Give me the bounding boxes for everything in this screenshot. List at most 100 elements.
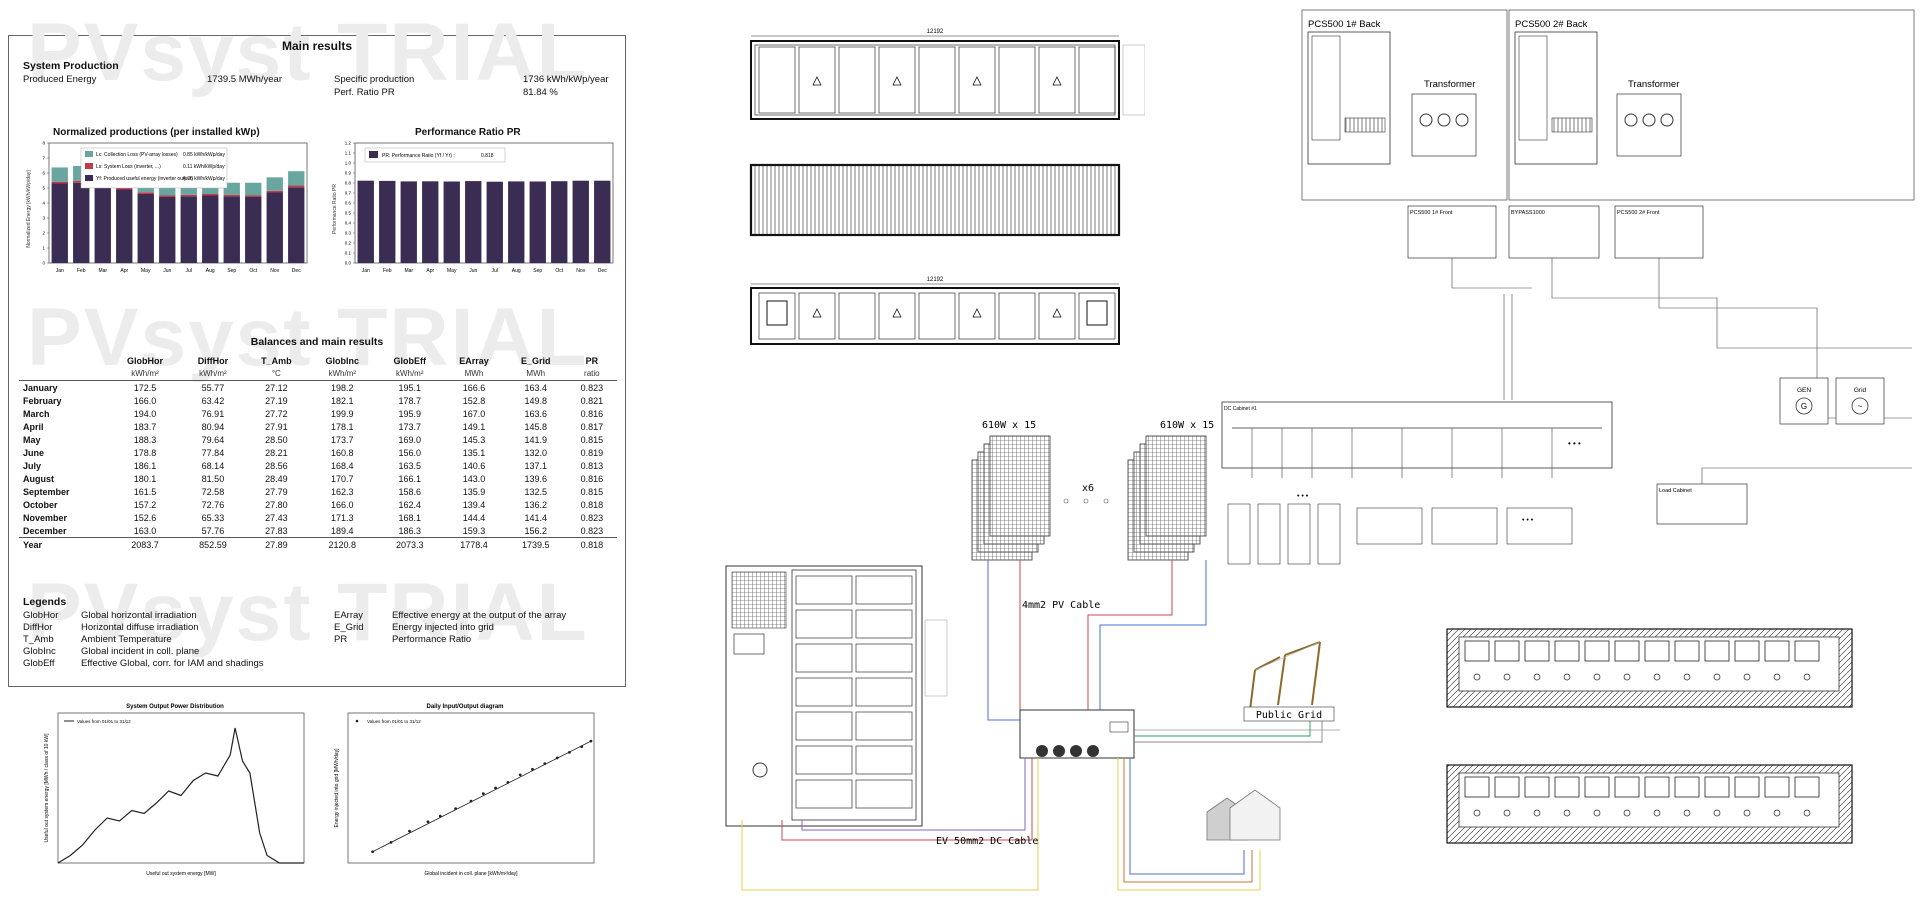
power-distribution-chart: System Output Power Distribution Values …: [44, 704, 305, 877]
ac-source-icon: [1851, 397, 1869, 415]
pcs2-front-label: PCS500 2# Front: [1617, 210, 1660, 216]
io-x-label: Global incident in coll. plane [kWh/m²/d…: [424, 871, 518, 877]
container-elevation-doors: [750, 40, 1145, 120]
container-panel: [1078, 292, 1116, 340]
pv-cable-blue-left: [987, 560, 1020, 721]
value-cell: 27.91: [265, 421, 288, 432]
value-cell: 167.0: [462, 408, 486, 419]
value-cell: 157.2: [133, 499, 157, 510]
year-value-cell: 1778.4: [443, 537, 505, 551]
dist-legend: Values from 01/01 to 31/12: [77, 719, 131, 724]
month-cell: November: [23, 512, 68, 523]
value-cell: 161.5: [133, 486, 157, 497]
value-cell: 63.42: [201, 395, 225, 406]
value-cell: 0.818: [580, 499, 604, 510]
value-cell: 194.0: [133, 408, 157, 419]
bar-lc: [266, 177, 283, 191]
plan-equipment: [1614, 640, 1640, 662]
battery-module: [855, 609, 913, 639]
report-title: Main results: [281, 39, 353, 53]
month-cell: June: [23, 447, 45, 458]
value-cell: 160.8: [330, 447, 354, 458]
plan-equipment: [1734, 640, 1760, 662]
bar-yf: [288, 187, 305, 263]
plan-equipment: [1764, 640, 1790, 662]
bar-ls: [223, 194, 240, 197]
legend-ls-label: Ls: System Loss (inverter, ...): [96, 164, 161, 170]
plan-fitting: [1503, 809, 1511, 817]
legend-key: PR: [334, 634, 348, 645]
window-icon: [766, 300, 788, 326]
column-unit: kWh/m²: [376, 367, 444, 381]
pr-legend-label: PR: Performance Ratio (Yf / Yr) :: [382, 153, 455, 159]
plan-equipment: [1794, 776, 1820, 798]
container-panel: [798, 292, 836, 340]
value-cell: 178.8: [133, 447, 157, 458]
value-cell: 57.76: [201, 525, 225, 536]
container-panel: [958, 292, 996, 340]
value-cell: 72.76: [201, 499, 225, 510]
battery-module: [855, 677, 913, 707]
battery-rack: [1257, 503, 1281, 565]
bar-ls: [137, 192, 154, 194]
y-tick-label: 1.1: [345, 151, 352, 156]
battery-module: [855, 575, 913, 605]
value-cell: 163.6: [524, 408, 548, 419]
value-cell: 139.4: [462, 499, 486, 510]
container-door-panel: [758, 46, 796, 114]
pcs2-back-label: PCS500 2# Back: [1515, 19, 1588, 30]
value-cell: 72.58: [201, 486, 225, 497]
plan-fitting: [1743, 673, 1751, 681]
legend-key: E_Grid: [334, 622, 364, 633]
io-points: [371, 739, 593, 854]
legend-key: DiffHor: [23, 622, 53, 633]
dc-cable-yellow: [741, 758, 1039, 891]
value-cell: 145.3: [462, 434, 486, 445]
y-tick-label: 4: [42, 201, 45, 206]
value-cell: 28.49: [265, 473, 288, 484]
watermark-bottom: PVsyst TRIAL: [27, 567, 589, 658]
bar-yf: [159, 197, 176, 263]
x-tick-label: Jul: [492, 268, 498, 274]
month-cell: February: [23, 395, 62, 406]
year-value-cell: 1739.5: [504, 537, 567, 551]
month-cell: August: [23, 473, 54, 484]
value-cell: 198.2: [330, 382, 354, 393]
system-wiring-diagram: 610W x 15 610W x 15 x6 4mm2 PV Cable: [725, 420, 1340, 891]
value-cell: 156.2: [524, 525, 548, 536]
value-cell: 79.64: [201, 434, 225, 445]
column-unit: MWh: [443, 367, 505, 381]
container-panel: [918, 292, 956, 340]
value-cell: 188.3: [133, 434, 157, 445]
x-tick-label: Aug: [206, 268, 215, 274]
column-header: T_Amb: [261, 355, 292, 366]
value-cell: 163.5: [398, 460, 421, 471]
plan-equipment: [1584, 640, 1610, 662]
warning-triangle-icon: [892, 308, 902, 318]
bar-yf: [137, 194, 154, 263]
houses-load: [1206, 789, 1281, 841]
balances-title: Balances and main results: [250, 336, 384, 348]
bar-ls: [245, 195, 262, 197]
bar-yf: [73, 182, 90, 263]
dc-cable-purple: [801, 758, 1026, 831]
value-cell: 27.83: [265, 525, 288, 536]
plan-fitting: [1713, 673, 1721, 681]
value-cell: 0.816: [580, 408, 604, 419]
value-cell: 27.19: [265, 395, 288, 406]
value-cell: 135.9: [462, 486, 486, 497]
produced-energy-value: 1739.5 MWh/year: [207, 74, 282, 85]
pv-multiplier: x6: [1082, 483, 1094, 494]
value-cell: 27.43: [265, 512, 288, 523]
plan-fitting: [1473, 673, 1481, 681]
bar-yf: [223, 196, 240, 263]
x-tick-label: Oct: [555, 268, 563, 274]
norm-chart-title: Normalized productions (per installed kW…: [53, 127, 260, 138]
load-cabinet: [1656, 483, 1748, 525]
